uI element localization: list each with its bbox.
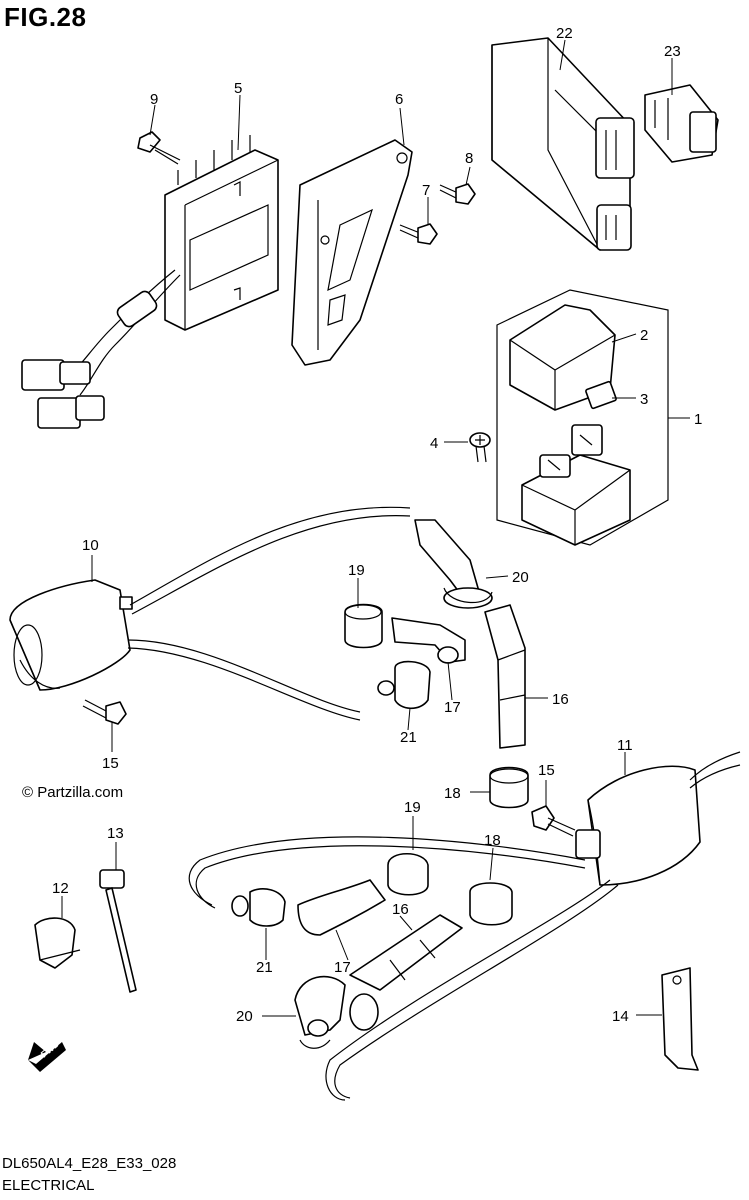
callout-12: 12 [52, 880, 69, 897]
plug-boot-top-part[interactable] [414, 519, 493, 609]
fwd-arrow-icon: FWD [28, 1038, 66, 1072]
callout-6: 6 [395, 91, 403, 108]
callout-18-bottom: 18 [484, 832, 501, 849]
regulator-rectifier-part[interactable] [21, 135, 279, 429]
relay-assembly-group [496, 289, 669, 546]
elbow-cap-top-part[interactable] [391, 617, 466, 664]
bolt-8-part[interactable] [439, 183, 476, 205]
section-title: ELECTRICAL [2, 1177, 95, 1194]
bolt-15-top-part[interactable] [82, 699, 127, 725]
callout-7: 7 [422, 182, 430, 199]
cap-21-top-part[interactable] [377, 660, 431, 710]
callout-15-top: 15 [102, 755, 119, 772]
screw-part[interactable] [469, 432, 491, 463]
plug-boot-bottom-part[interactable] [294, 975, 346, 1049]
callout-17-bottom: 17 [334, 959, 351, 976]
model-code: DL650AL4_E28_E33_028 [2, 1155, 177, 1172]
callout-5: 5 [234, 80, 242, 97]
bolt-15-bottom-part[interactable] [531, 805, 576, 837]
callout-16-bottom: 16 [392, 901, 409, 918]
callout-13: 13 [107, 825, 124, 842]
copyright-text: © Partzilla.com [22, 784, 124, 801]
figure-title: FIG.28 [4, 2, 87, 32]
ignition-coil-rear-part[interactable] [575, 751, 741, 886]
seal-18-top-part[interactable] [489, 766, 529, 809]
callout-11: 11 [617, 737, 633, 754]
callout-15-bottom: 15 [538, 762, 555, 779]
ecm-connector-part[interactable] [644, 84, 719, 163]
ecm-unit-part[interactable] [491, 37, 635, 251]
fuse-part[interactable] [585, 380, 617, 410]
callout-19-bottom: 19 [404, 799, 421, 816]
callout-14: 14 [612, 1008, 629, 1025]
leader-lines [61, 39, 690, 1017]
callout-16-top: 16 [552, 691, 569, 708]
strap-bracket-part[interactable] [661, 967, 699, 1071]
starter-relay-part[interactable] [521, 424, 631, 546]
callout-9: 9 [150, 91, 158, 108]
callout-23: 23 [664, 43, 681, 60]
callout-10: 10 [82, 537, 99, 554]
callout-8: 8 [465, 150, 473, 167]
bolt-9-part[interactable] [137, 131, 181, 165]
cable-tie-part[interactable] [99, 869, 137, 993]
relay-cover-part[interactable] [509, 304, 616, 411]
rear-coil-leads [188, 836, 619, 1101]
callout-19-top: 19 [348, 562, 365, 579]
bolt-7-part[interactable] [399, 223, 438, 245]
callout-20-top: 20 [512, 569, 529, 586]
callout-2: 2 [640, 327, 648, 344]
spark-plug-cap-top-part[interactable] [484, 604, 526, 749]
seal-19-bottom-part[interactable] [387, 853, 429, 896]
clamp-part[interactable] [34, 917, 81, 969]
callout-numbers: 22 23 5 9 6 8 7 2 3 1 4 10 19 20 17 16 2… [52, 25, 702, 1025]
callout-20-bottom: 20 [236, 1008, 253, 1025]
callout-21-top: 21 [400, 729, 417, 746]
ignition-coil-front-part[interactable] [9, 506, 411, 721]
spark-plug-cap-bottom-part[interactable] [349, 914, 463, 1031]
callout-4: 4 [430, 435, 438, 452]
callout-21-bottom: 21 [256, 959, 273, 976]
callout-22: 22 [556, 25, 573, 42]
callout-1: 1 [694, 411, 702, 428]
elbow-cap-bottom-part[interactable] [297, 879, 386, 936]
callout-18-top: 18 [444, 785, 461, 802]
seal-18-bottom-part[interactable] [469, 882, 513, 926]
callout-17-top: 17 [444, 699, 461, 716]
seal-19-top-part[interactable] [344, 603, 383, 649]
bracket-part[interactable] [291, 139, 413, 366]
cap-21-bottom-part[interactable] [231, 888, 286, 927]
callout-3: 3 [640, 391, 648, 408]
